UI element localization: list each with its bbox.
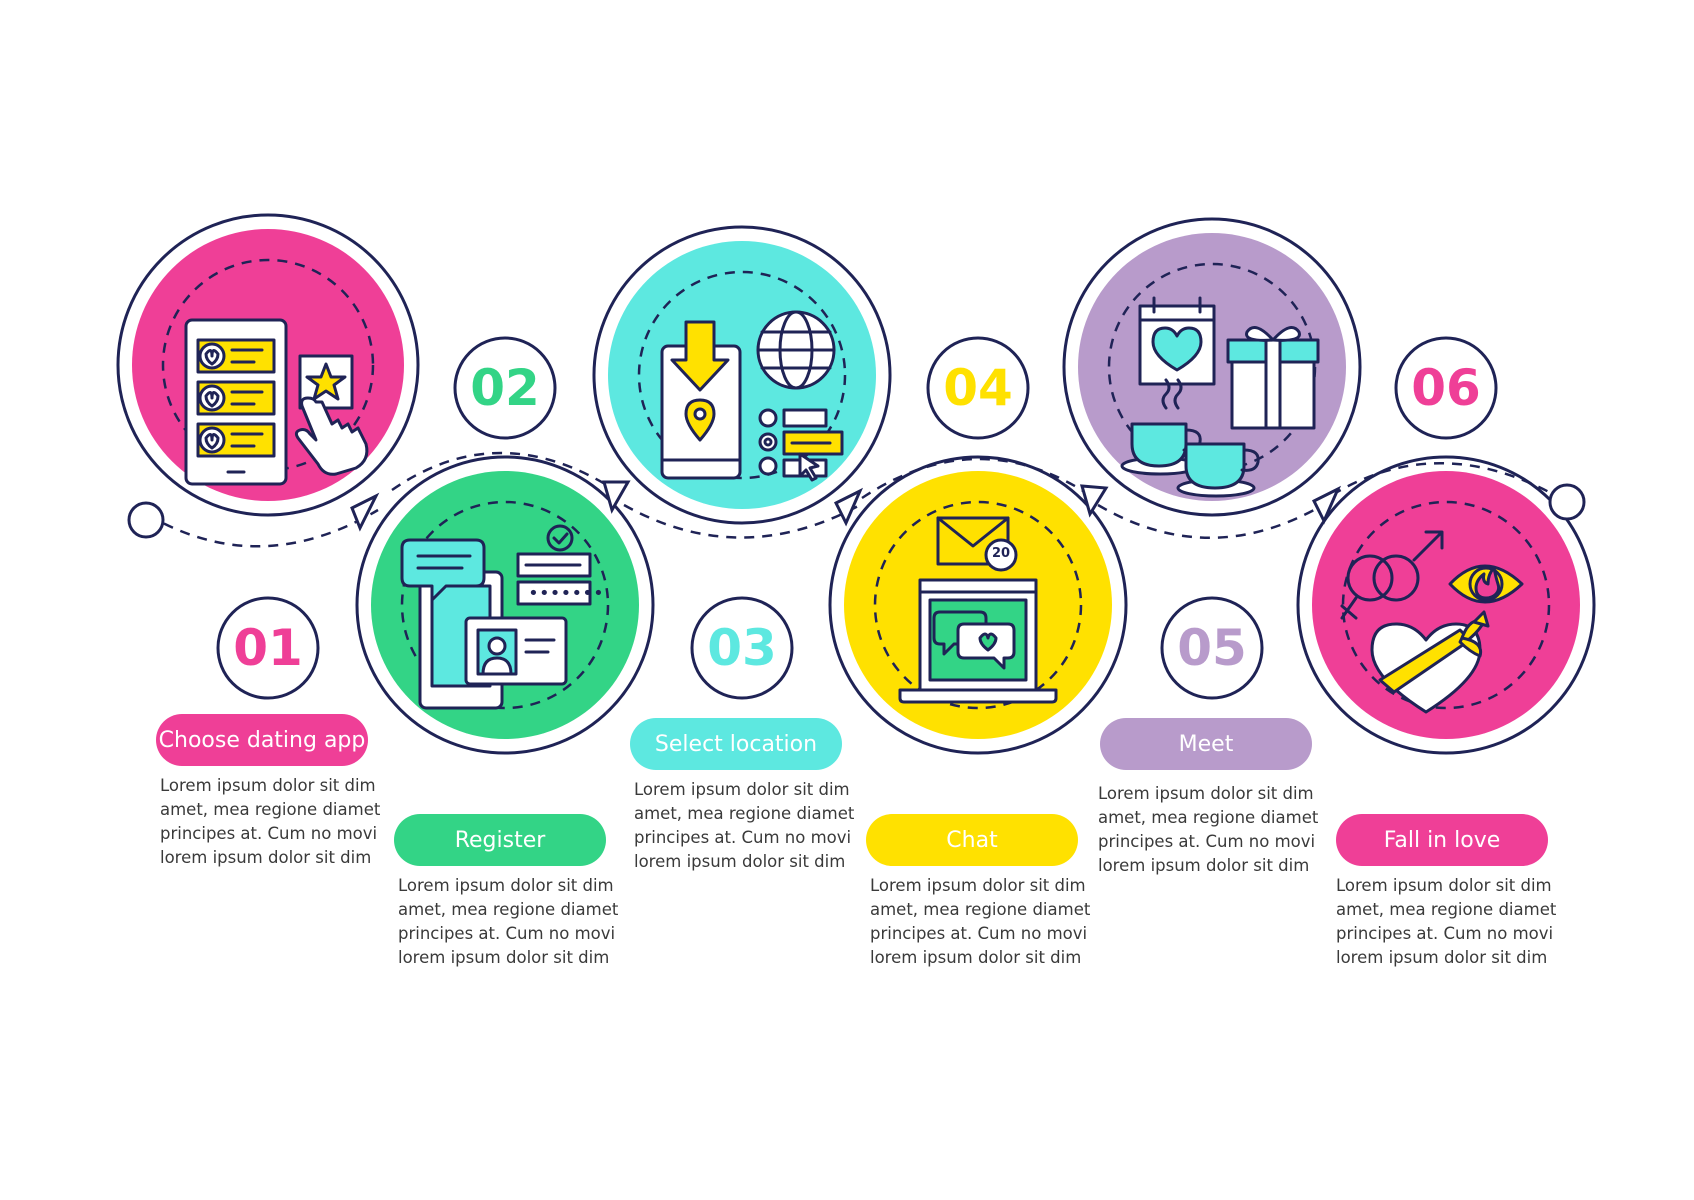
number-circle-4 [926, 336, 1030, 440]
coffee-date-icon [1120, 296, 1320, 498]
description-line: amet, mea regione diamet [1098, 808, 1319, 827]
description-line: lorem ipsum dolor sit dim [398, 948, 610, 967]
description-line: principes at. Cum no movi [160, 824, 378, 843]
inner-orbit-2 [400, 500, 610, 710]
end-dot [1548, 483, 1586, 521]
inner-orbit-6 [1341, 500, 1551, 710]
inner-orbit-3 [637, 270, 847, 480]
start-dot [127, 501, 165, 539]
step-number-4: 04 [943, 359, 1013, 417]
step-number-1: 01 [233, 619, 303, 677]
description-line: lorem ipsum dolor sit dim [160, 848, 372, 867]
step-description-3: Lorem ipsum dolor sit dim amet, mea regi… [634, 778, 864, 874]
dashed-arc-2 [391, 451, 619, 494]
number-circles [216, 336, 1498, 700]
description-line: principes at. Cum no movi [634, 828, 852, 847]
disc-step-3 [608, 241, 876, 509]
description-line: Lorem ipsum dolor sit dim [870, 876, 1086, 895]
description-line: amet, mea regione diamet [1336, 900, 1557, 919]
dashed-arc-6 [1331, 462, 1561, 500]
description-line: amet, mea regione diamet [870, 900, 1091, 919]
description-line: lorem ipsum dolor sit dim [634, 852, 846, 871]
number-circle-2 [453, 336, 557, 440]
arrowhead-4 [1079, 484, 1109, 518]
step-number-5: 05 [1177, 619, 1247, 677]
arrowhead-3 [833, 487, 864, 527]
number-circle-3 [690, 596, 794, 700]
step-label-2: Register [394, 814, 606, 866]
description-line: amet, mea regione diamet [160, 800, 381, 819]
description-line: principes at. Cum no movi [398, 924, 616, 943]
description-line: Lorem ipsum dolor sit dim [1336, 876, 1552, 895]
description-line: lorem ipsum dolor sit dim [870, 948, 1082, 967]
description-line: principes at. Cum no movi [870, 924, 1088, 943]
description-line: principes at. Cum no movi [1336, 924, 1554, 943]
disc-step-2 [371, 471, 639, 739]
step-description-5: Lorem ipsum dolor sit dim amet, mea regi… [1098, 782, 1328, 878]
description-line: Lorem ipsum dolor sit dim [160, 776, 376, 795]
step-description-6: Lorem ipsum dolor sit dim amet, mea regi… [1336, 874, 1566, 970]
arrowheads [350, 480, 1342, 532]
arrowhead-1 [350, 492, 380, 532]
location-select-icon [660, 310, 844, 482]
description-line: Lorem ipsum dolor sit dim [398, 876, 614, 895]
laptop-chat-icon [898, 516, 1058, 704]
arrowhead-2 [602, 480, 631, 514]
description-line: Lorem ipsum dolor sit dim [1098, 784, 1314, 803]
profile-registration-icon: ••••••• [400, 524, 604, 710]
inner-orbit-4 [873, 500, 1083, 710]
description-line: amet, mea regione diamet [398, 900, 619, 919]
number-circle-6 [1394, 336, 1498, 440]
step-description-1: Lorem ipsum dolor sit dim amet, mea regi… [160, 774, 390, 870]
step-label-5: Meet [1100, 718, 1312, 770]
number-circle-1 [216, 596, 320, 700]
step-label-6: Fall in love [1336, 814, 1548, 866]
step-label-1: Choose dating app [156, 714, 368, 766]
step-description-2: Lorem ipsum dolor sit dim amet, mea regi… [398, 874, 628, 970]
description-line: lorem ipsum dolor sit dim [1098, 856, 1310, 875]
description-line: principes at. Cum no movi [1098, 832, 1316, 851]
svg-text:•••••••: ••••••• [528, 583, 604, 604]
number-circle-5 [1160, 596, 1264, 700]
step-number-2: 02 [470, 359, 540, 417]
step-description-4: Lorem ipsum dolor sit dim amet, mea regi… [870, 874, 1100, 970]
description-line: lorem ipsum dolor sit dim [1336, 948, 1548, 967]
step-label-3: Select location [630, 718, 842, 770]
step-label-4: Chat [866, 814, 1078, 866]
arrowhead-5 [1311, 485, 1342, 525]
love-symbols-icon [1340, 530, 1524, 714]
step-number-6: 06 [1411, 359, 1481, 417]
phone-rating-icon [184, 318, 369, 486]
description-line: amet, mea regione diamet [634, 804, 855, 823]
description-line: Lorem ipsum dolor sit dim [634, 780, 850, 799]
step-number-3: 03 [707, 619, 777, 677]
unread-count-badge: 20 [991, 546, 1011, 561]
